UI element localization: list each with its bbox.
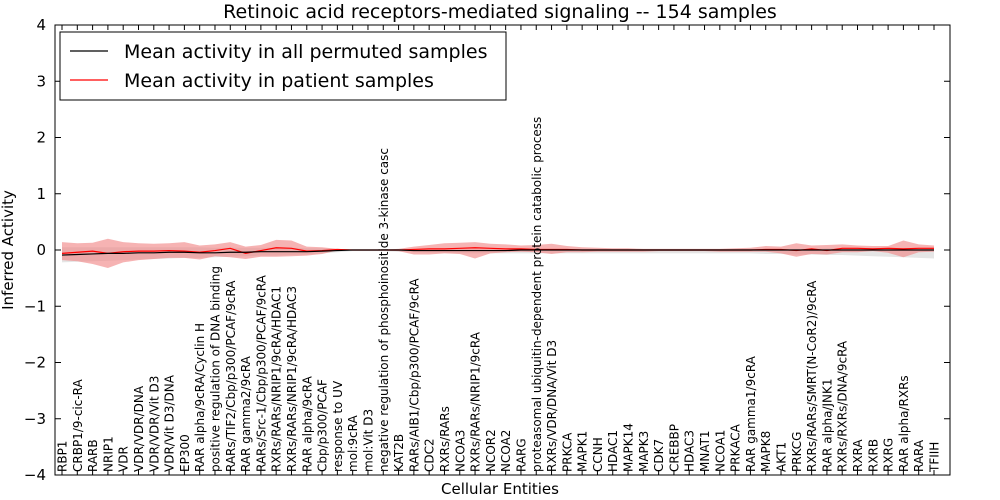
x-category-label: NCOA2 xyxy=(499,430,513,472)
x-category-label: RAR alpha/9cRA xyxy=(300,375,314,472)
x-category-label: MAPK8 xyxy=(759,431,773,472)
y-tick-label: −3 xyxy=(24,410,46,428)
x-category-label: proteasomal ubiquitin-dependent protein … xyxy=(530,117,544,472)
x-category-label: RXRB xyxy=(866,439,880,472)
x-category-label: RXRs/RARs/SMRT(N-CoR2)/9cRA xyxy=(805,280,819,472)
x-category-label: CCNH xyxy=(591,437,605,472)
x-category-label: RXRs/RXRs/DNA/9cRA xyxy=(836,340,850,472)
x-category-label: AKT1 xyxy=(775,442,789,472)
x-category-label: positive regulation of DNA binding xyxy=(208,266,222,472)
band-series-1 xyxy=(62,238,934,268)
legend: Mean activity in all permuted samples Me… xyxy=(59,31,507,101)
x-category-label: VDR/VDR/Vit D3 xyxy=(147,376,161,472)
x-category-label: RARB xyxy=(86,439,100,472)
x-category-label: PRKACA xyxy=(729,423,743,472)
x-category-label: RBP1 xyxy=(56,441,70,472)
x-category-label: RARG xyxy=(514,438,528,472)
x-category-label: RXRA xyxy=(851,439,865,472)
x-category-label: response to UV xyxy=(331,380,345,472)
x-category-label: RXRs/RARs/NRIP1/9cRA/HDAC1 xyxy=(270,286,284,472)
x-category-label: negative regulation of phosphoinositide … xyxy=(377,148,391,472)
x-category-label: VDR xyxy=(117,446,131,472)
x-category-label: RXRs/RARs/NRIP1/9cRA xyxy=(469,331,483,472)
y-tick-label: 1 xyxy=(36,185,46,203)
x-category-label: PRKCG xyxy=(790,432,804,472)
legend-label-permuted: Mean activity in all permuted samples xyxy=(124,41,487,63)
x-category-label: RXRG xyxy=(882,438,896,472)
x-category-label: TFIIH xyxy=(928,442,942,473)
x-category-label: NCOA1 xyxy=(713,430,727,472)
x-category-label: RAR alpha/JNK1 xyxy=(820,378,834,472)
x-category-label: MAPK14 xyxy=(622,423,636,472)
x-category-label: RXRs/VDR/DNA/Vit D3 xyxy=(545,340,559,472)
x-category-label: RAR alpha/RXRs xyxy=(897,375,911,472)
x-category-label: RARs/AIB1/Cbp/p300/PCAF/9cRA xyxy=(407,278,421,472)
legend-label-patient: Mean activity in patient samples xyxy=(124,70,434,92)
x-category-label: RXRs/RARs xyxy=(438,406,452,472)
x-category-label: NCOA3 xyxy=(453,430,467,472)
x-category-label: CRBP1/9-cic-RA xyxy=(71,378,85,472)
y-tick-label: 4 xyxy=(36,16,46,34)
x-category-label: EP300 xyxy=(178,434,192,472)
x-category-label: HDAC1 xyxy=(606,430,620,472)
x-category-label: MAPK1 xyxy=(576,431,590,472)
y-tick-label: −4 xyxy=(24,466,46,484)
y-tick-label: 3 xyxy=(36,72,46,90)
y-axis-label: Inferred Activity xyxy=(0,190,17,310)
x-category-label: VDR/Vit D3/DNA xyxy=(163,374,177,472)
line-series-0 xyxy=(61,249,934,256)
confidence-bands xyxy=(62,238,934,268)
x-category-label: NRIP1 xyxy=(101,436,115,472)
x-category-label: RAR alpha/9cRA/Cyclin H xyxy=(193,323,207,472)
x-category-label: KAT2B xyxy=(392,434,406,472)
x-category-label: RARA xyxy=(912,439,926,472)
x-category-label: RAR gamma1/9cRA xyxy=(744,355,758,472)
series-lines xyxy=(61,247,934,256)
x-category-label: HDAC3 xyxy=(683,430,697,472)
y-tick-label: 0 xyxy=(36,241,46,259)
x-category-label: VDR/VDR/DNA xyxy=(132,385,146,472)
x-category-label: MAPK3 xyxy=(637,431,651,472)
x-category-label: RARs/TIF2/Cbp/p300/PCAF/9cRA xyxy=(224,280,238,472)
y-axis-ticks: −4 −3 −2 −1 0 1 2 3 4 xyxy=(24,16,950,484)
x-category-label: RXRs/RARs/NRIP1/9cRA/HDAC3 xyxy=(285,286,299,472)
chart-title: Retinoic acid receptors-mediated signali… xyxy=(223,1,777,23)
x-category-label: CDK7 xyxy=(652,439,666,472)
x-category-label: CDC2 xyxy=(423,438,437,472)
y-tick-label: −1 xyxy=(24,297,46,315)
x-axis-label: Cellular Entities xyxy=(441,480,559,498)
x-category-label: mol:Vit D3 xyxy=(361,409,375,472)
x-category-label: RAR gamma2/9cRA xyxy=(239,355,253,472)
x-category-label: MNAT1 xyxy=(698,430,712,472)
y-tick-label: 2 xyxy=(36,129,46,147)
x-category-label: CREBBP xyxy=(667,424,681,472)
y-tick-label: −2 xyxy=(24,354,46,372)
x-category-label: PRKCA xyxy=(560,432,574,472)
x-category-label: Cbp/p300/PCAF xyxy=(316,379,330,472)
x-category-label: NCOR2 xyxy=(484,429,498,472)
x-category-label: RARs/Src-1/Cbp/p300/PCAF/9cRA xyxy=(254,274,268,472)
x-category-label: mol:9cRA xyxy=(346,415,360,472)
legend-box xyxy=(59,31,507,101)
